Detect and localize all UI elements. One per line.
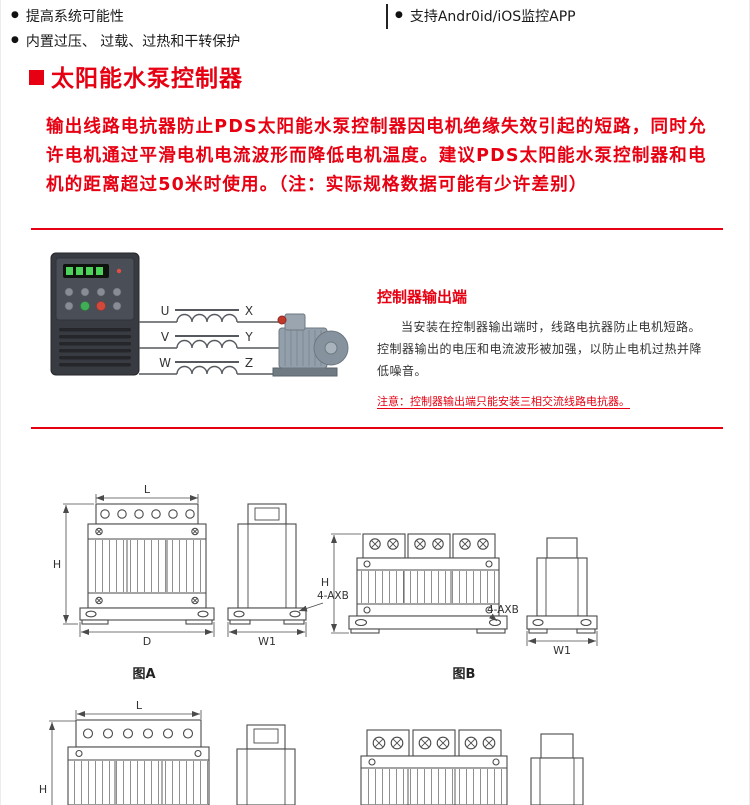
- bullet-dot-icon: ●: [11, 35, 19, 45]
- page-title: 太阳能水泵控制器: [51, 66, 243, 92]
- output-diagram-box: U V W X Y Z 控制器: [31, 228, 723, 429]
- feature-text: 提高系统可能性: [25, 8, 124, 25]
- output-title: 控制器输出端: [377, 288, 468, 306]
- feature-list-right: ● 支持Andr0id/iOS监控APP: [395, 3, 576, 28]
- fig-a-side-view: [227, 503, 324, 637]
- phase-z-label: Z: [245, 356, 253, 370]
- mounting-hole-label: 4-AXB: [487, 604, 519, 616]
- dim-label-H: H: [53, 558, 61, 571]
- fig-b-front-view: [331, 533, 508, 634]
- dim-label-W1: W1: [553, 644, 571, 657]
- dim-label-D: D: [143, 635, 151, 648]
- section-title-row: 太阳能水泵控制器: [29, 59, 243, 93]
- mounting-hole-label: 4-AXB: [317, 590, 349, 602]
- phase-v-label: V: [161, 330, 170, 344]
- dim-label-H: H: [39, 783, 47, 796]
- bottom-right-side-view: [530, 733, 584, 805]
- vent-grill: [59, 328, 131, 367]
- fig-a-caption: 图A: [132, 667, 155, 682]
- pump-controller-illustration: [50, 252, 140, 376]
- output-note: 注意：控制器输出端只能安装三相交流线路电抗器。: [377, 394, 630, 408]
- dim-label-H: H: [321, 576, 329, 589]
- dim-label-L: L: [144, 483, 151, 496]
- fig-b-side-view: [526, 537, 598, 646]
- output-body-text: 当安装在控制器输出端时，线路电抗器防止电机短路。控制器输出的电压和电流波形被加强…: [377, 320, 703, 379]
- dim-label-W1: W1: [258, 635, 276, 648]
- red-square-bullet-icon: [29, 70, 44, 85]
- motor-illustration: [272, 313, 349, 377]
- feature-text: 内置过压、 过载、过热和干转保护: [25, 33, 241, 50]
- phase-x-label: X: [245, 304, 253, 318]
- phase-y-label: Y: [244, 330, 253, 344]
- bottom-left-front-view: [49, 710, 210, 805]
- keypad-buttons: [64, 287, 122, 311]
- feature-item: ● 内置过压、 过载、过热和干转保护: [11, 28, 240, 53]
- phase-u-label: U: [161, 304, 170, 318]
- output-wiring-diagram: U V W X Y Z: [50, 252, 349, 377]
- column-divider: [386, 4, 388, 29]
- dimension-drawings: L H D W1 4-AXB 图A: [39, 483, 598, 805]
- phase-w-label: W: [159, 356, 171, 370]
- bullet-dot-icon: ●: [395, 10, 403, 20]
- dim-label-L: L: [136, 699, 143, 712]
- fig-b-caption: 图B: [453, 667, 476, 682]
- fig-a-front-view: [63, 494, 215, 637]
- bottom-left-side-view: [236, 724, 296, 805]
- feature-text: 支持Andr0id/iOS监控APP: [409, 8, 576, 25]
- feature-item: ● 支持Andr0id/iOS监控APP: [395, 3, 576, 28]
- output-description: 控制器输出端 当安装在控制器输出端时，线路电抗器防止电机短路。控制器输出的电压和…: [377, 286, 717, 409]
- feature-item: ● 提高系统可能性: [11, 3, 240, 28]
- bullet-dot-icon: ●: [11, 10, 19, 20]
- intro-paragraph: 输出线路电抗器防止PDS太阳能水泵控制器因电机绝缘失效引起的短路，同时允许电机通…: [46, 117, 707, 195]
- feature-list-left: ● 提高系统可能性 ● 内置过压、 过载、过热和干转保护: [11, 3, 240, 53]
- bottom-right-front-view: [360, 729, 508, 805]
